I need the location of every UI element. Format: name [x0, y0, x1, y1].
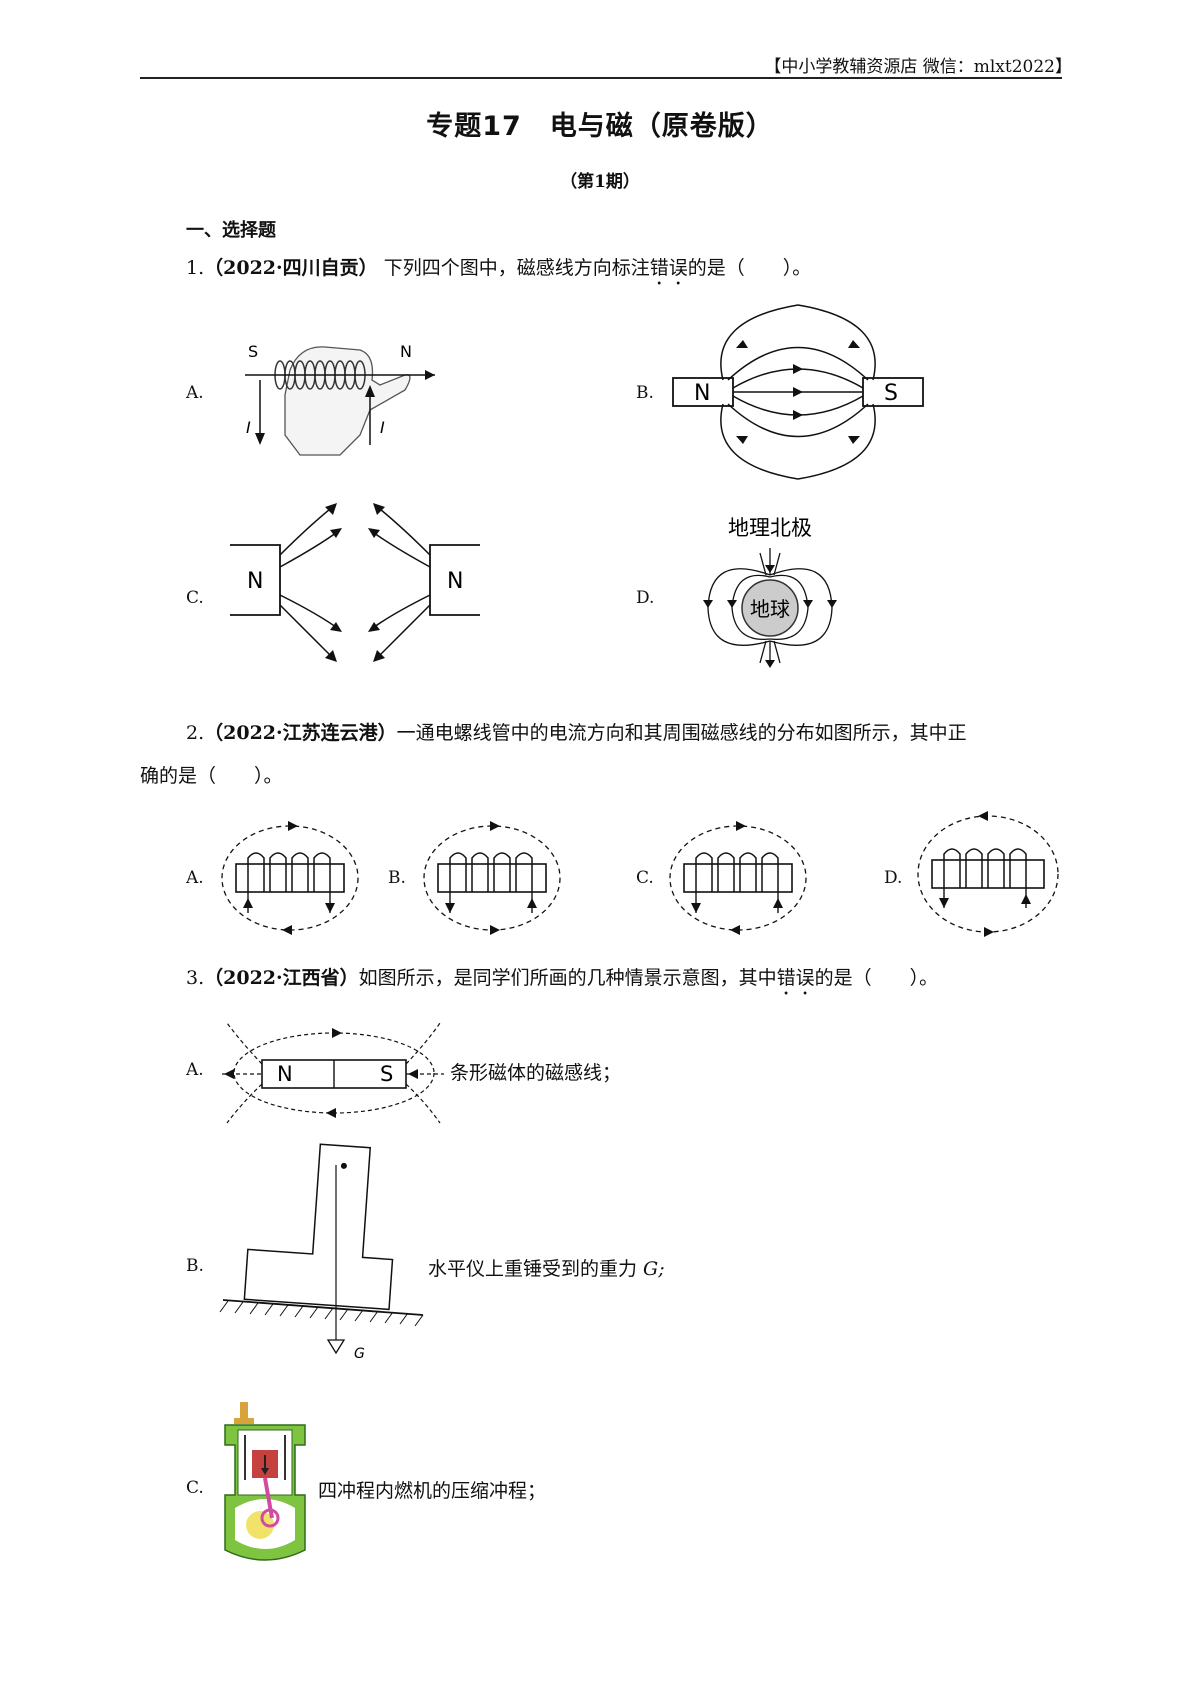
option-label-a: A.	[186, 1060, 204, 1080]
header-divider	[140, 77, 1062, 79]
pole-label-n: N	[277, 1062, 293, 1086]
question-number: 3.	[186, 967, 205, 989]
two-magnets-ns-figure: N S	[672, 304, 924, 480]
bar-magnet-field-figure: N S	[222, 1022, 444, 1124]
geographic-north-label: 地理北极	[728, 516, 812, 540]
pole-label-n: N	[247, 569, 263, 594]
option-label-d: D.	[636, 588, 655, 608]
question-text: 一通电螺线管中的电流方向和其周围磁感线的分布如图所示，其中正	[396, 722, 967, 744]
option-label-b: B.	[186, 1256, 204, 1276]
option-caption: 水平仪上重锤受到的重力 G;	[428, 1254, 665, 1281]
question-2: 2.（2022·江苏连云港）一通电螺线管中的电流方向和其周围磁感线的分布如图所示…	[186, 713, 1066, 753]
current-label: I	[246, 418, 251, 437]
pole-label-s: S	[248, 342, 258, 361]
option-label-d: D.	[884, 868, 903, 888]
option-label-a: A.	[186, 868, 204, 888]
hand-solenoid-figure: S N I I	[245, 342, 435, 456]
engine-compression-figure	[224, 1402, 306, 1561]
question-source: （2022·江西省）	[204, 967, 359, 989]
page-title: 专题17 电与磁（原卷版）	[426, 111, 774, 142]
pole-label-s: S	[380, 1062, 393, 1086]
emphasis-text: 错误	[776, 967, 815, 989]
question-text: 下列四个图中，磁感线方向标注	[383, 257, 650, 279]
option-label-c: C.	[186, 1478, 204, 1498]
solenoid-figure-c	[669, 821, 807, 935]
solenoid-figure-d	[917, 811, 1059, 937]
question-number: 2.	[186, 722, 205, 744]
option-caption: 条形磁体的磁感线；	[450, 1062, 622, 1084]
current-label: I	[380, 418, 385, 437]
option-label-c: C.	[636, 868, 654, 888]
earth-magnetic-field-figure: 地理北极 地球	[703, 516, 837, 668]
option-label-a: A.	[186, 383, 204, 403]
pole-label-n: N	[447, 569, 463, 594]
option-label-b: B.	[388, 868, 406, 888]
level-plumb-figure: G	[219, 1143, 424, 1362]
solenoid-figure-a	[221, 821, 359, 935]
solenoid-figure-b	[423, 821, 561, 935]
section-heading: 一、选择题	[186, 220, 276, 241]
emphasis-text: 错误	[649, 257, 688, 279]
question-source: （2022·四川自贡）	[204, 257, 378, 279]
question-text-tail: 的是（ ）。	[687, 257, 812, 279]
option-label-c: C.	[186, 588, 204, 608]
caption-text: 水平仪上重锤受到的重力	[428, 1258, 644, 1280]
caption-italic: G;	[643, 1258, 665, 1280]
question-2-line2: 确的是（ ）。	[140, 765, 283, 787]
two-n-magnets-figure: N N	[230, 503, 480, 662]
gravity-label: G	[354, 1346, 365, 1362]
question-3: 3.（2022·江西省）如图所示，是同学们所画的几种情景示意图，其中错误的是（ …	[186, 958, 938, 1000]
earth-label: 地球	[750, 597, 790, 621]
question-text: 如图所示，是同学们所画的几种情景示意图，其中	[358, 967, 777, 989]
question-source: （2022·江苏连云港）	[204, 722, 397, 744]
pole-label-n: N	[694, 381, 710, 406]
option-label-b: B.	[636, 383, 654, 403]
pole-label-n: N	[400, 342, 412, 361]
question-text-tail: 的是（ ）。	[814, 967, 939, 989]
store-header: 【中小学教辅资源店 微信：mlxt2022】	[764, 57, 1072, 77]
issue-label: （第1期）	[560, 172, 640, 192]
pole-label-s: S	[884, 381, 898, 406]
question-number: 1.	[186, 257, 205, 279]
option-caption: 四冲程内燃机的压缩冲程；	[318, 1480, 547, 1502]
question-1: 1.（2022·四川自贡） 下列四个图中，磁感线方向标注错误的是（ ）。	[186, 248, 811, 290]
